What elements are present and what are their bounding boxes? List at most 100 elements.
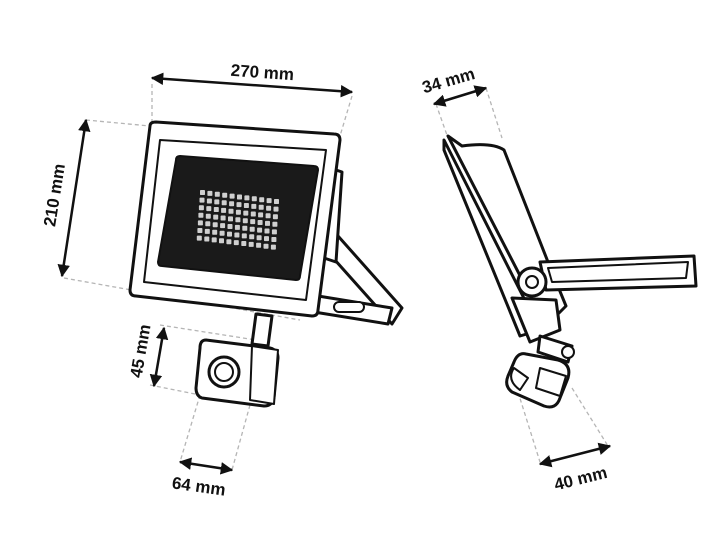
led-chip [271,237,277,242]
side-view: 34 mm 40 mm [420,64,698,494]
side-sensor-screw [561,345,575,359]
led-chip [263,243,269,249]
led-chip [233,240,239,246]
led-chip [228,208,234,214]
led-chip [258,212,264,218]
ext-line-sensor-left [179,394,201,463]
dim-line-depth [432,85,488,107]
dim-line-sensor-height [149,326,169,388]
led-chip [227,224,233,229]
side-pir-sensor-body [535,367,567,397]
led-chip [241,241,247,246]
led-chip [207,190,213,196]
housing-side-back [442,138,542,338]
led-chip [265,213,271,219]
side-bracket-inner [547,261,689,283]
led-chip [205,221,211,227]
led-chip [256,235,262,241]
led-chip [221,200,227,206]
housing-side-lower [510,296,562,344]
led-chip [213,207,219,212]
led-chip [220,215,226,221]
dim-line-sensor-depth [538,442,612,468]
led-chip [266,205,272,211]
ext-line-sensor-bottom [149,384,201,396]
pir-sensor-side [249,345,279,405]
led-chip [248,241,254,247]
led-chip [219,238,224,244]
led-chip [256,242,262,248]
dim-line-sensor-width [178,457,234,475]
label-height: 210 mm [40,162,69,228]
led-chip [242,225,248,231]
led-chip [235,217,241,223]
ext-line-sensor-right [231,404,251,471]
led-chip [219,230,225,236]
led-chip [221,207,227,213]
led-chip [211,237,217,243]
led-chip [241,233,247,239]
led-chip [205,213,211,219]
led-chip [214,199,220,205]
label-sensor-depth: 40 mm [552,463,609,494]
led-chip [272,221,278,227]
led-chip [258,204,264,210]
label-sensor-height: 45 mm [127,323,155,379]
led-chip [212,229,218,235]
ext-line-width-right [339,95,353,137]
led-chip [236,202,242,208]
label-width: 270 mm [230,61,294,84]
led-chip [237,194,242,200]
led-chip [213,214,219,220]
led-chip [235,209,241,215]
led-chip [271,229,277,235]
led-chip [214,191,220,197]
led-chip [228,216,233,222]
led-chip [243,210,249,216]
led-chip [265,220,270,226]
ext-line-height-top [85,119,151,127]
led-chip [243,203,249,208]
pivot-knob-inner [525,275,539,289]
led-chip [272,214,278,220]
led-chip [234,224,240,230]
led-chip [264,236,269,242]
led-chip [229,193,235,199]
led-chip [242,218,248,224]
led-chip [249,234,255,240]
led-chip [204,228,210,234]
led-chip [274,199,279,204]
front-view: 270 mm 210 mm 45 mm 64 mm [40,61,404,500]
led-chip [250,211,256,217]
led-chip [220,223,226,229]
ext-line-depth-left [435,103,449,139]
led-chip [206,206,212,212]
led-chip [198,212,204,218]
bracket-slot [333,301,365,313]
led-chip [250,219,256,225]
ext-line-sensor-depth-right [571,387,609,447]
led-chip [257,227,263,233]
led-chip [196,235,202,241]
led-chip-grid [196,190,279,250]
led-chip [249,226,255,232]
led-chip [200,190,205,195]
ext-line-depth-right [485,87,503,139]
dim-line-height [57,118,91,278]
led-chip [198,205,204,211]
led-chip [251,196,257,202]
ext-line-sensor-depth-left [517,391,541,463]
dim-line-width [150,72,354,98]
led-chip [199,197,205,203]
led-chip [222,192,228,198]
led-chip [229,201,235,207]
sensor-stem [250,312,274,348]
led-chip [227,231,232,237]
pir-sensor-lens-inner [214,362,234,382]
ext-line-sensor-top [159,324,257,341]
led-chip [264,228,270,234]
led-chip [266,198,272,204]
led-chip [244,195,250,201]
side-pir-sensor-dome [510,367,529,391]
led-chip [257,220,263,225]
